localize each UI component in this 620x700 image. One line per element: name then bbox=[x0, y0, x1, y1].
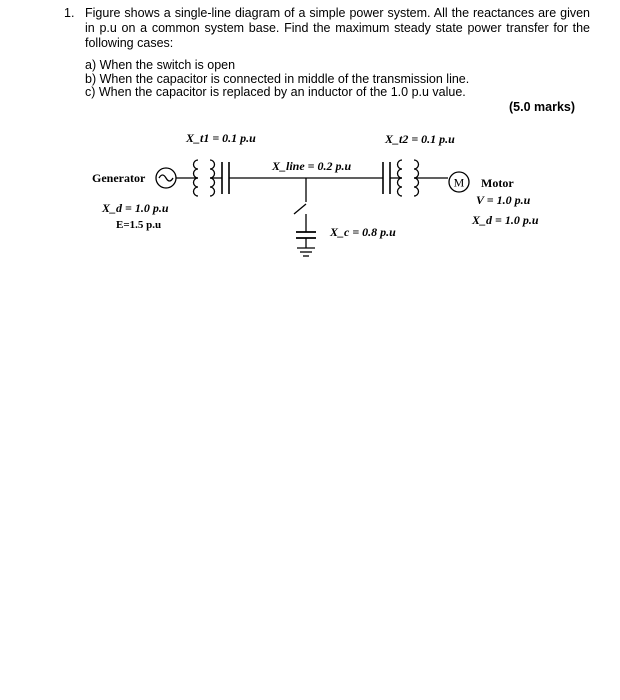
generator-symbol bbox=[155, 167, 177, 189]
generator-xd: X_d = 1.0 p.u bbox=[101, 201, 169, 215]
case-list: a) When the switch is open b) When the c… bbox=[85, 58, 470, 100]
motor-voltage: V = 1.0 p.u bbox=[476, 193, 531, 207]
motor-xd: X_d = 1.0 p.u bbox=[471, 213, 539, 227]
capacitor-label: X_c = 0.8 p.u bbox=[329, 225, 396, 239]
line-label: X_line = 0.2 p.u bbox=[271, 159, 352, 173]
generator-emf: E=1.5 p.u bbox=[116, 219, 161, 231]
case-b: b) When the capacitor is connected in mi… bbox=[85, 71, 470, 86]
generator-label: Generator bbox=[92, 171, 146, 185]
case-c: c) When the capacitor is replaced by an … bbox=[85, 85, 466, 99]
transformer-1-label: X_t1 = 0.1 p.u bbox=[185, 131, 256, 145]
motor-label: Motor bbox=[481, 176, 514, 190]
case-a: a) When the switch is open bbox=[85, 58, 236, 72]
transformer-2-label: X_t2 = 0.1 p.u bbox=[384, 132, 455, 146]
marks-label: (5.0 marks) bbox=[509, 100, 576, 114]
motor-symbol bbox=[448, 171, 470, 193]
question-number: 1. bbox=[64, 6, 75, 20]
question-text: Figure shows a single-line diagram of a … bbox=[85, 6, 590, 50]
capacitor-branch bbox=[293, 178, 316, 257]
motor-symbol-letter: M bbox=[454, 176, 465, 190]
